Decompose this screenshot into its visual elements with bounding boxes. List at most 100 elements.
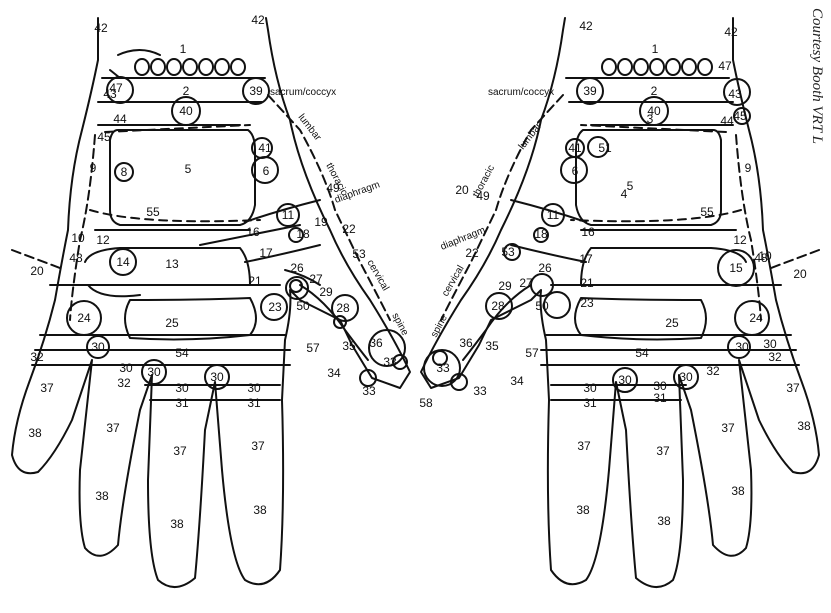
zone-label: 47: [718, 59, 732, 73]
zone-label: 42: [724, 25, 738, 39]
spine-label-right: spine: [429, 313, 450, 340]
zone-label: 31: [653, 391, 667, 405]
zone-label: 16: [246, 225, 260, 239]
zone-label: 5: [627, 179, 634, 193]
zone-label: 48: [69, 251, 83, 265]
zone-label: 30: [735, 340, 749, 354]
zone-label: 25: [665, 316, 679, 330]
zone-label: 5: [185, 162, 192, 176]
zone-label: 16: [581, 225, 595, 239]
zone-label: 12: [733, 233, 747, 247]
zone-label: 22: [342, 222, 356, 236]
zone-label: 8: [121, 165, 128, 179]
zone-label: 10: [71, 231, 85, 245]
zone-label: 26: [538, 261, 552, 275]
zone-label: 30: [91, 340, 105, 354]
zone-label: 29: [498, 279, 512, 293]
zone-label: 39: [249, 84, 263, 98]
zone-label: 28: [491, 299, 505, 313]
zone-label: 17: [579, 252, 593, 266]
zone-label: 45: [97, 130, 111, 144]
zone-label: 37: [656, 444, 670, 458]
zone-label: 29: [319, 285, 333, 299]
zone-label: 37: [40, 381, 54, 395]
zone-label: 44: [720, 114, 734, 128]
zone-label: 42: [251, 13, 265, 27]
zone-label: 31: [175, 396, 189, 410]
zone-label: 31: [583, 396, 597, 410]
zone-label: 35: [485, 339, 499, 353]
zone-label: 13: [165, 257, 179, 271]
zone-label: 36: [459, 336, 473, 350]
zone-label: 6: [263, 164, 270, 178]
cervical-label-right: cervical: [440, 264, 466, 299]
zone-label: 12: [96, 233, 110, 247]
sacrum-label-left: sacrum/coccyx: [270, 87, 336, 98]
zone-label: 47: [109, 81, 123, 95]
zone-label: 42: [579, 19, 593, 33]
spine-label-left: spine: [389, 311, 410, 338]
zone-label: 57: [525, 346, 539, 360]
zone-label: 35: [342, 339, 356, 353]
zone-label: 40: [647, 104, 661, 118]
zone-label: 24: [77, 311, 91, 325]
left-hand: [12, 18, 410, 587]
zone-label: 18: [534, 227, 548, 241]
zone-label: 21: [248, 274, 262, 288]
lumbar-label-right: lumbar: [517, 120, 545, 151]
zone-label: 55: [700, 205, 714, 219]
zone-label: 30: [119, 361, 133, 375]
zone-label: 38: [576, 503, 590, 517]
zone-label: 43: [728, 87, 742, 101]
zone-label: 37: [577, 439, 591, 453]
zone-label: 30: [763, 337, 777, 351]
zone-label: 11: [547, 208, 560, 222]
zone-label: 38: [95, 489, 109, 503]
zone-label: 32: [30, 350, 44, 364]
zone-label: 37: [721, 421, 735, 435]
zone-label: 32: [768, 350, 782, 364]
zone-label: 37: [106, 421, 120, 435]
zone-label: 32: [706, 364, 720, 378]
zone-label: 41: [258, 141, 272, 155]
zone-label: 20: [30, 264, 44, 278]
zone-label: 33: [383, 355, 397, 369]
zone-label: 19: [314, 215, 328, 229]
zone-label: 24: [749, 311, 763, 325]
zone-label: 45: [733, 109, 747, 123]
zone-label: 58: [419, 396, 433, 410]
zone-label: 38: [731, 484, 745, 498]
zone-label: 53: [352, 247, 366, 261]
zone-label: 33: [362, 384, 376, 398]
zone-label: 11: [282, 208, 295, 222]
zone-label: 30: [175, 381, 189, 395]
zone-label: 30: [618, 373, 632, 387]
cervical-label-left: cervical: [364, 258, 390, 293]
zone-label: 15: [729, 261, 743, 275]
zone-label: 37: [173, 444, 187, 458]
zone-label: 38: [657, 514, 671, 528]
zone-label: 55: [146, 205, 160, 219]
zone-label: 57: [306, 341, 320, 355]
zone-label: 37: [251, 439, 265, 453]
zone-label: 27: [519, 276, 533, 290]
zone-label: 54: [175, 346, 189, 360]
zone-label: 34: [327, 366, 341, 380]
zone-label: 32: [117, 376, 131, 390]
zone-label: 33: [473, 384, 487, 398]
zone-label: 30: [147, 365, 161, 379]
zone-label: 30: [247, 381, 261, 395]
zone-label: 41: [568, 141, 582, 155]
zone-label: 26: [290, 261, 304, 275]
zone-label: 38: [253, 503, 267, 517]
zone-label: 39: [583, 84, 597, 98]
zone-label: 33: [436, 361, 450, 375]
diaphragm-label-right: diaphragm: [439, 225, 487, 253]
zone-label: 53: [501, 245, 515, 259]
zone-label: 25: [165, 316, 179, 330]
zone-label: 38: [170, 517, 184, 531]
zone-label: 50: [296, 299, 310, 313]
zone-label: 9: [745, 161, 752, 175]
